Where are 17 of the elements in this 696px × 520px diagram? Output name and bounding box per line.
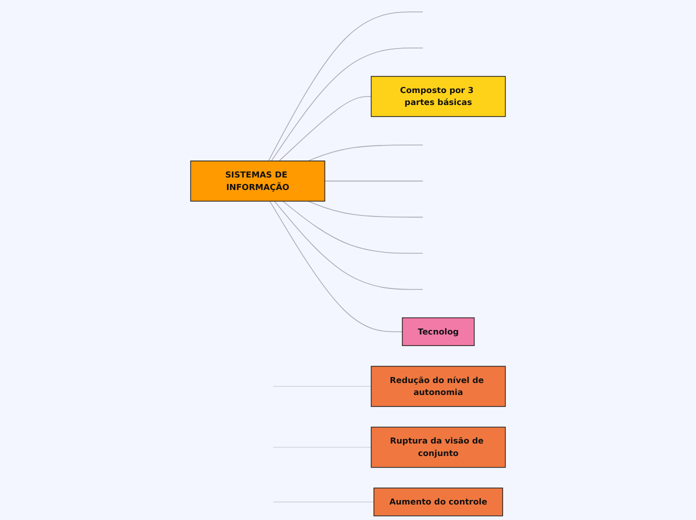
connector-line [308,144,424,162]
connector-line [269,200,403,332]
connector-line [282,200,424,254]
topic-box: Redução do nível de autonomia [370,366,506,407]
topic-box: Tecnolog [402,317,475,346]
connector-line [324,180,424,182]
connector-line [272,386,372,387]
connector-line [268,11,424,162]
connector-line [272,446,372,448]
topic-box: SISTEMAS DE INFORMAÇÃO [190,160,326,202]
connector-line [278,96,372,162]
connector-line [274,200,424,290]
topic-box: Ruptura da visão de conjunto [370,426,506,468]
connector-line [270,48,424,162]
connector-line [308,200,424,218]
topic-box: Composto por 3 partes básicas [370,76,506,117]
topic-box: Aumento do controle [374,488,504,516]
